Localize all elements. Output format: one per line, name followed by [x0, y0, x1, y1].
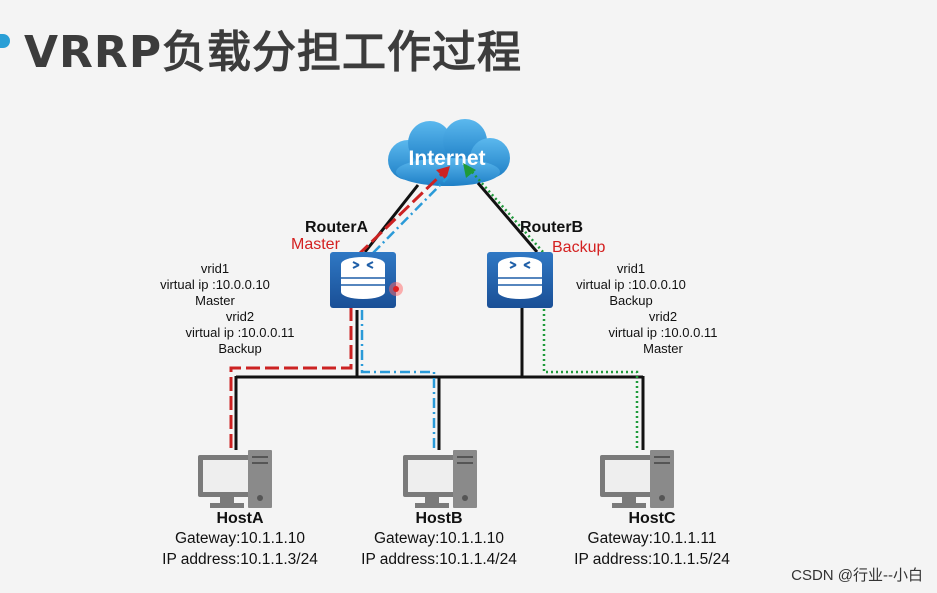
routerB-role: Backup — [552, 239, 606, 256]
routerB-uplink — [476, 182, 539, 253]
hostA-traffic-path — [229, 305, 353, 448]
pointer-dot-icon — [393, 286, 399, 292]
routerA-vrid1-id: vrid1 — [200, 261, 230, 276]
routerA-vrid2-vip: virtual ip :10.0.0.11 — [185, 325, 295, 340]
routerA-vrid1-state: Master — [195, 293, 235, 308]
routerB-vrid1-vip: virtual ip :10.0.0.10 — [576, 277, 686, 292]
routerA-vrid2-block: vrid2 virtual ip :10.0.0.11 Backup — [165, 309, 315, 357]
routerB-name: RouterB — [520, 219, 584, 236]
hostA-gateway: Gateway:10.1.1.10 — [174, 530, 306, 547]
routerA-vrid1-vip: virtual ip :10.0.0.10 — [160, 277, 270, 292]
hostB-name: HostB — [415, 510, 463, 527]
hostA-traffic-uplink — [356, 170, 446, 257]
hostC-gateway: Gateway:10.1.1.11 — [587, 530, 717, 547]
hostA-ip: IP address:10.1.1.3/24 — [162, 551, 318, 568]
page-title: VRRP负载分担工作过程 — [24, 27, 523, 78]
routerA-name: RouterA — [305, 219, 369, 236]
hostC-traffic-arrow — [463, 163, 476, 178]
routerB-vrid2-state: Master — [643, 341, 683, 356]
routerB-vrid2-vip: virtual ip :10.0.0.11 — [608, 325, 718, 340]
hostB-gateway: Gateway:10.1.1.10 — [373, 530, 505, 547]
hostA-name: HostA — [216, 510, 264, 527]
hostC-name: HostC — [628, 510, 676, 527]
hostB-traffic-uplink — [372, 175, 450, 254]
hostC-computer-icon — [600, 450, 674, 508]
hostB-label-group: HostB Gateway:10.1.1.10 IP address:10.1.… — [344, 510, 534, 570]
hostA-traffic-arrow — [436, 166, 450, 180]
title-bullet — [0, 34, 10, 48]
hostC-ip: IP address:10.1.1.5/24 — [574, 551, 730, 568]
routerA-vrid1-block: vrid1 virtual ip :10.0.0.10 Master — [140, 261, 290, 309]
hostA-computer-icon — [198, 450, 272, 508]
internet-cloud-icon: Internet — [388, 119, 510, 186]
routerB-vrid1-block: vrid1 virtual ip :10.0.0.10 Backup — [556, 261, 706, 309]
internet-label: Internet — [408, 147, 485, 170]
hostB-traffic-path — [360, 305, 436, 448]
hostB-ip: IP address:10.1.1.4/24 — [361, 551, 517, 568]
routerA-role: Master — [291, 236, 340, 253]
routerB-vrid2-block: vrid2 virtual ip :10.0.0.11 Master — [588, 309, 738, 357]
routerA-vrid2-id: vrid2 — [225, 309, 255, 324]
routerA-vrid2-state: Backup — [218, 341, 262, 356]
hostB-computer-icon — [403, 450, 477, 508]
routerB-vrid1-state: Backup — [609, 293, 653, 308]
routerB-icon — [487, 252, 553, 308]
routerB-vrid2-id: vrid2 — [648, 309, 678, 324]
hostC-traffic-uplink — [471, 171, 544, 253]
routerA-icon — [330, 252, 396, 308]
hostA-label-group: HostA Gateway:10.1.1.10 IP address:10.1.… — [145, 510, 335, 570]
hostC-label-group: HostC Gateway:10.1.1.11 IP address:10.1.… — [557, 510, 747, 570]
routerB-vrid1-id: vrid1 — [616, 261, 646, 276]
csdn-watermark: CSDN @行业--小白 — [791, 567, 923, 584]
